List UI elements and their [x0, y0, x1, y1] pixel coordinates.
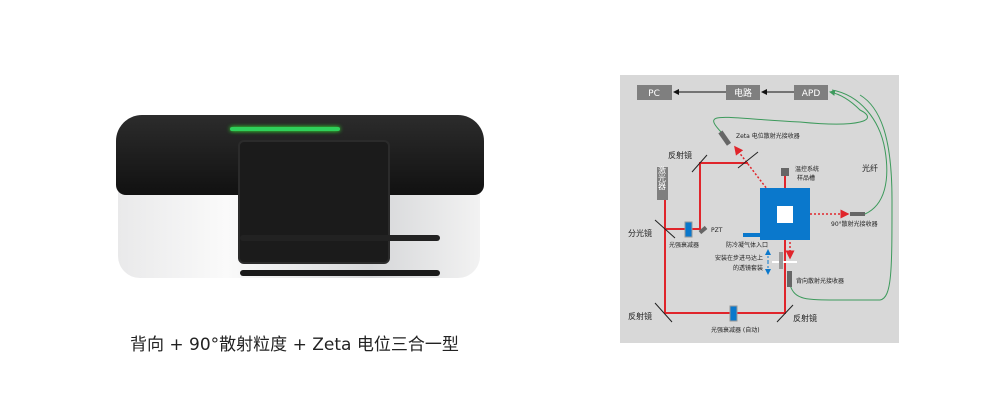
fiber-zeta: [713, 90, 868, 134]
temp-cell-sensor: [781, 168, 789, 176]
pc-label: PC: [648, 89, 660, 99]
back-receiver-label: 背向散射光接收器: [796, 277, 844, 285]
cuvette: [777, 206, 793, 223]
attenuator: [684, 221, 693, 238]
base-stripe: [240, 270, 440, 276]
attenuator-auto-label: 光强衰减器 (自动): [711, 326, 760, 334]
fiber-label: 光纤: [862, 163, 878, 173]
laser-beam-main: [664, 175, 786, 314]
fiber-back: [789, 94, 893, 301]
mirror-top-label: 反射镜: [668, 150, 692, 160]
zeta-receiver-label: Zeta 电位散射光接收器: [736, 132, 800, 140]
status-light: [230, 127, 340, 131]
pzt: [698, 225, 708, 235]
gas-inlet: [743, 233, 760, 237]
pzt-label: PZT: [711, 227, 723, 234]
circuit-box: [726, 85, 760, 100]
diagram-panel: [620, 75, 899, 343]
lens-label-2: 的透镜套装: [733, 264, 763, 272]
front-slot: [240, 235, 440, 241]
product-image: [110, 110, 490, 290]
sample-door: [238, 140, 390, 264]
temp-cell-label: 温控系统: [795, 165, 819, 173]
product-caption: 背向 + 90°散射粒度 + Zeta 电位三合一型: [130, 335, 459, 355]
mirror-bottom-right-label: 反射镜: [793, 313, 817, 323]
mirror-bottom-left-label: 反射镜: [628, 311, 652, 321]
laser-source: [657, 167, 668, 200]
receiver-90: [850, 212, 865, 216]
anti-condense-label: 防冷凝气体入口: [726, 241, 768, 249]
circuit-label: 电路: [734, 87, 752, 99]
receiver-90-label: 90°散射光接收器: [831, 220, 878, 228]
mirror-bottom-left: [654, 302, 673, 323]
lens-mount: [779, 252, 783, 269]
lens-label: 安装在步进马达上: [715, 254, 763, 262]
fiber-90: [831, 89, 888, 215]
laser-label: 激光器: [658, 165, 667, 191]
laser-beam-reference: [665, 162, 748, 230]
temp-cell-label-2: 样品槽: [797, 174, 815, 182]
mirror-bottom-right: [776, 304, 794, 323]
splitter-label: 分光镜: [628, 228, 652, 238]
beam-splitter: [654, 219, 676, 239]
apd-label: APD: [802, 89, 821, 99]
pc-box: [637, 85, 672, 100]
zeta-receiver: [718, 130, 732, 146]
beam-splitter-top: [737, 151, 759, 169]
back-receiver: [787, 271, 792, 287]
apd-box: [794, 85, 828, 100]
mirror-top: [691, 154, 708, 173]
attenuator-label: 光强衰减器: [669, 241, 699, 249]
attenuator-auto: [729, 305, 738, 322]
